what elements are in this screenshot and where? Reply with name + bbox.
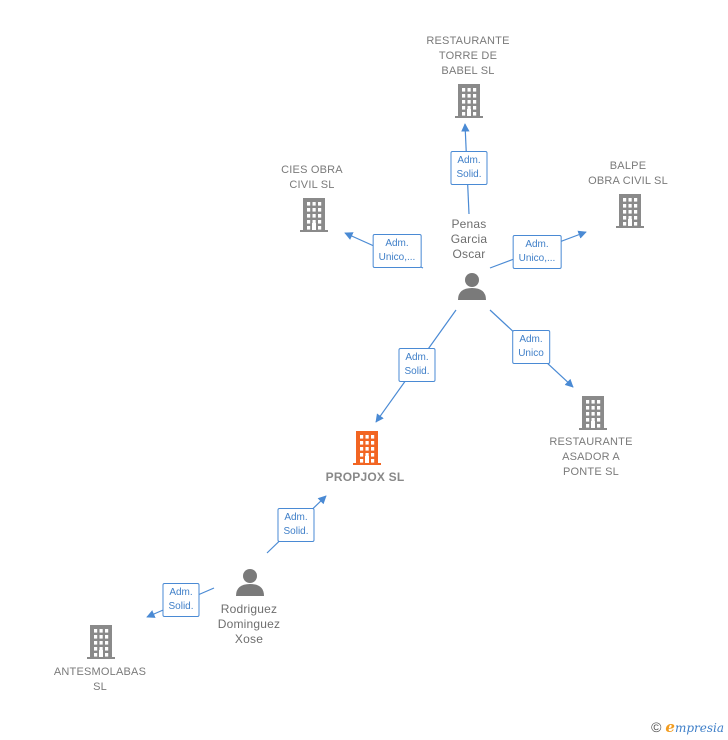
edge-label-to-propjox-from-rodriguez[interactable]: Adm. Solid. <box>277 508 315 542</box>
node-label-torre-babel[interactable]: RESTAURANTE TORRE DE BABEL SL <box>426 35 510 77</box>
edge-label-to-propjox-from-penas[interactable]: Adm. Solid. <box>398 348 436 382</box>
edge-label-to-balpe[interactable]: Adm. Unico,... <box>512 235 562 269</box>
node-label-rodriguez[interactable]: Rodriguez Dominguez Xose <box>217 602 281 646</box>
node-icons <box>87 84 644 659</box>
building-icon-asador[interactable] <box>579 396 607 430</box>
building-icon-antesmolabas[interactable] <box>87 625 115 659</box>
person-icon-rodriguez[interactable] <box>236 569 264 596</box>
footer-brand: ©empresia <box>651 718 724 736</box>
node-label-balpe[interactable]: BALPE OBRA CIVIL SL <box>588 160 668 187</box>
edge-label-to-torre[interactable]: Adm. Solid. <box>450 151 488 185</box>
copyright-icon: © <box>651 719 662 735</box>
edge-label-to-antesmolabas[interactable]: Adm. Solid. <box>162 583 200 617</box>
building-icon-torre-babel[interactable] <box>455 84 483 118</box>
edges <box>146 123 587 618</box>
node-label-asador[interactable]: RESTAURANTE ASADOR A PONTE SL <box>549 436 633 478</box>
node-label-penas[interactable]: Penas Garcia Oscar <box>450 217 488 261</box>
node-label-cies[interactable]: CIES OBRA CIVIL SL <box>281 164 343 191</box>
building-icon-cies[interactable] <box>300 198 328 232</box>
building-icon-propjox[interactable] <box>353 431 381 465</box>
brand-logo[interactable]: empresia <box>665 718 724 736</box>
edge-label-to-cies[interactable]: Adm. Unico,... <box>372 234 422 268</box>
node-label-propjox[interactable]: PROPJOX SL <box>325 470 405 484</box>
person-icon-penas[interactable] <box>458 273 486 300</box>
edge-label-to-asador[interactable]: Adm. Unico <box>512 330 550 364</box>
node-label-antesmolabas[interactable]: ANTESMOLABAS SL <box>53 666 147 693</box>
building-icon-balpe[interactable] <box>616 194 644 228</box>
